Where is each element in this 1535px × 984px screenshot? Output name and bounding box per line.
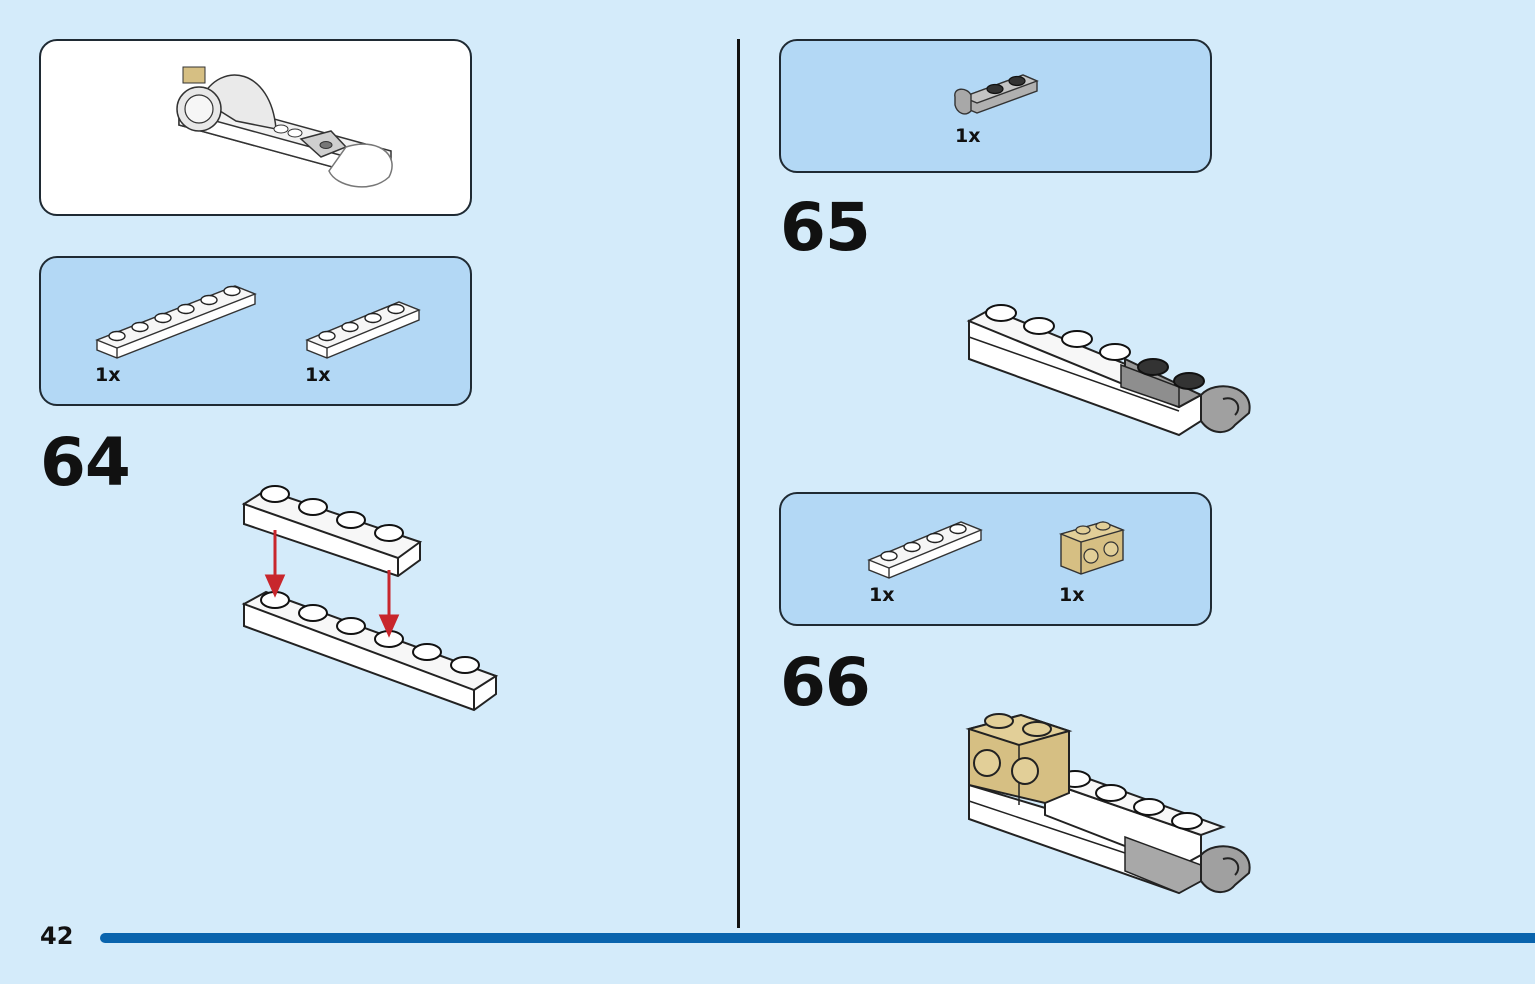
page-number: 42 [40,922,74,950]
tan-brick-studs-side-illustration [1058,521,1126,575]
part-quantity: 1x [95,364,121,386]
previous-step-panel [39,39,472,216]
step-number: 64 [40,424,131,501]
part-quantity: 1x [869,584,895,606]
parts-callout-step-66: 1x 1x [779,492,1212,626]
parts-callout-step-65: 1x [779,39,1212,173]
part-quantity: 1x [955,125,981,147]
white-plate-1x4-illustration [867,521,983,579]
part-quantity: 1x [305,364,331,386]
part-quantity: 1x [1059,584,1085,606]
white-plate-1x6-illustration [95,285,257,359]
assembly-arrow [264,530,400,638]
progress-bar [100,933,1535,943]
step-number: 65 [780,189,871,266]
column-divider [737,39,740,928]
step-64-assembly-illustration [241,485,499,712]
step-66-assembly-illustration [965,713,1251,895]
gray-clip-plate-illustration [954,74,1039,115]
previous-assembly-illustration [176,66,393,188]
parts-callout-step-64: 1x 1x [39,256,472,406]
step-65-assembly-illustration [966,304,1251,437]
white-plate-1x4-illustration [305,301,421,359]
step-number: 66 [780,644,871,721]
